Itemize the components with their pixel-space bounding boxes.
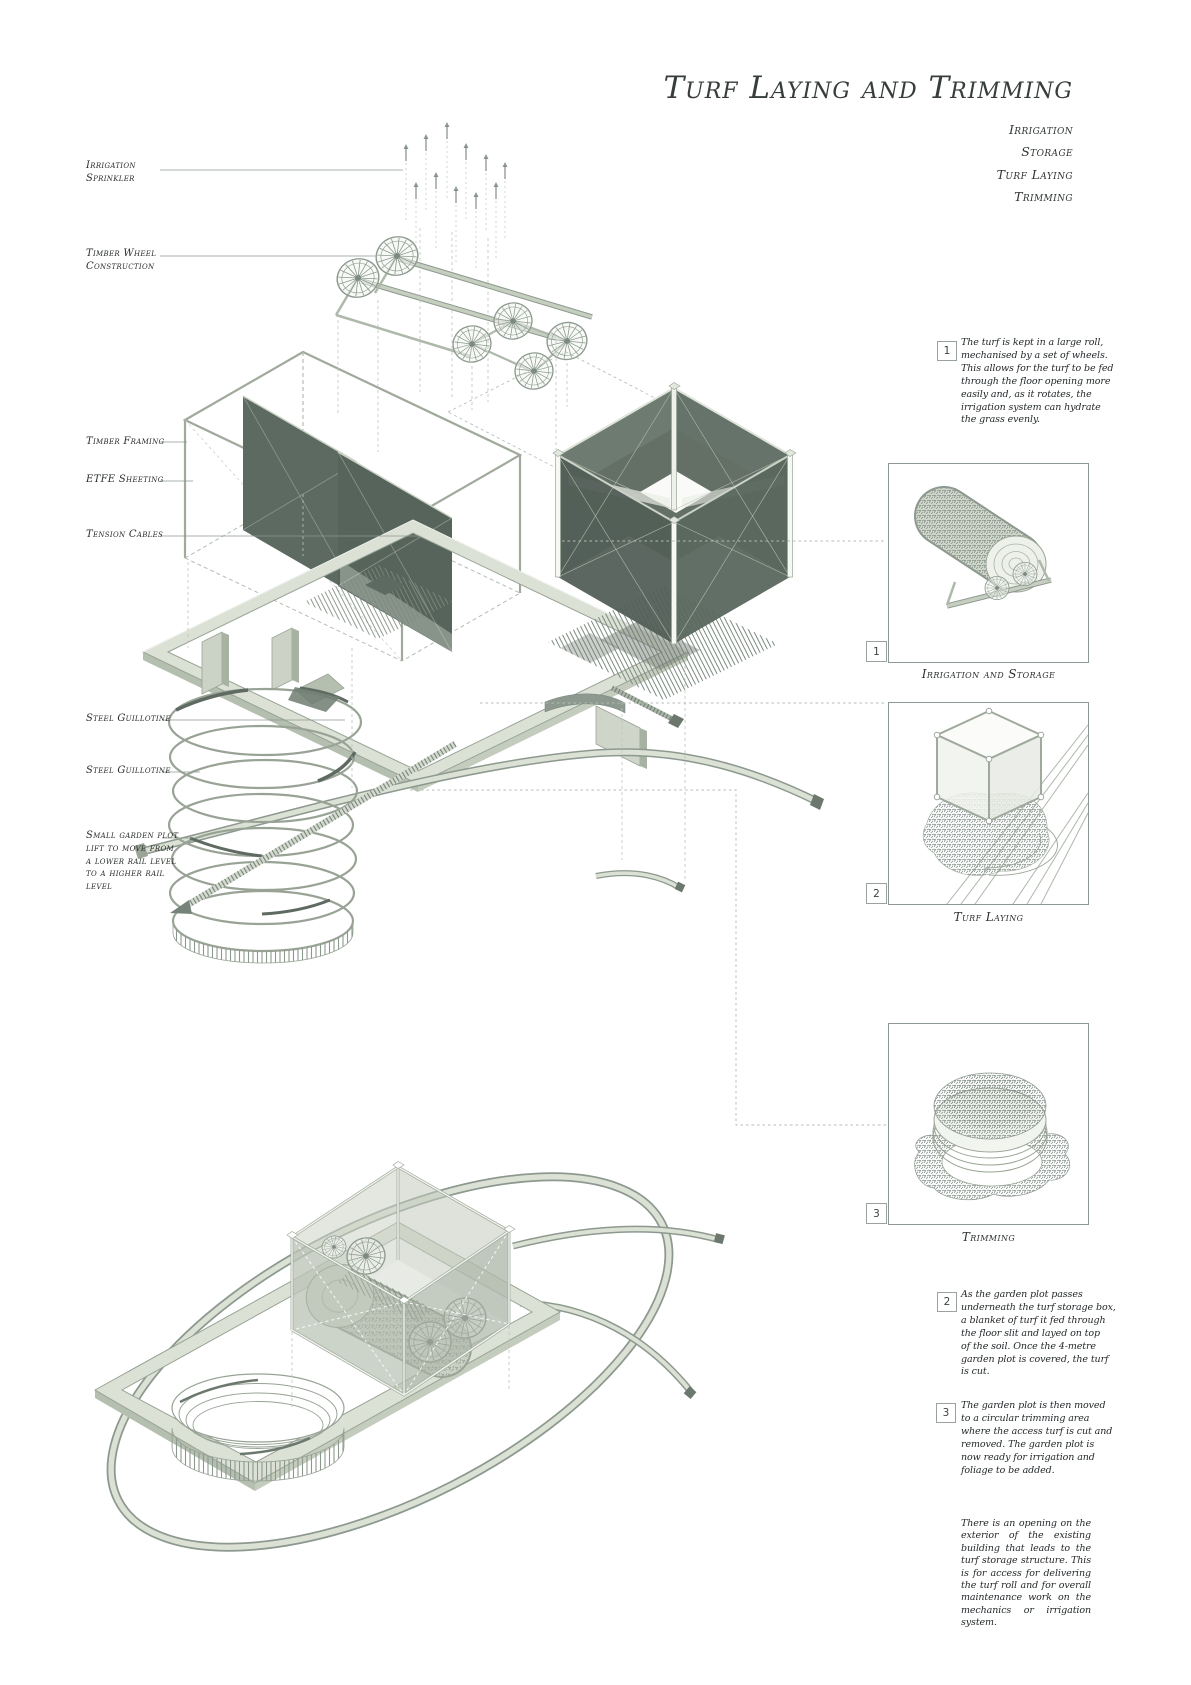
leader-lines (160, 169, 420, 839)
figure-turf-laying-drawing (922, 707, 1089, 905)
note-number-2: 2 (937, 1292, 957, 1312)
figure-box-turf-laying (888, 702, 1089, 905)
label-irrigation-sprinkler: Irrigation Sprinkler (86, 160, 136, 184)
curved-rails (134, 748, 824, 893)
label-garden-plot-lift: Small garden plot lift to move from a lo… (86, 830, 179, 893)
label-steel-guillotine-1: Steel Guillotine (86, 713, 171, 724)
menu-item-storage: Storage (1021, 144, 1073, 160)
figure-connectors (410, 540, 886, 1126)
timber-wheel-construction (331, 230, 683, 473)
note-text-2: As the garden plot passes underneath the… (961, 1289, 1116, 1378)
figure-box-irrigation-storage (888, 463, 1089, 663)
slatted-deck (304, 565, 778, 728)
turf-cart (286, 1161, 516, 1397)
garden-plot-lift-helix (167, 686, 363, 964)
figure-number-2: 2 (866, 883, 887, 904)
turf-storage-box (552, 382, 797, 645)
figure-number-1: 1 (866, 641, 887, 662)
figure-caption-trimming: Trimming (961, 1230, 1016, 1244)
menu-item-trimming: Trimming (1014, 189, 1073, 205)
figure-irrigation-storage-drawing (914, 486, 1052, 609)
label-timber-framing: Timber Framing (86, 436, 165, 447)
figure-caption-irrigation-storage: Irrigation and Storage (921, 667, 1056, 681)
label-timber-wheel-construction: Timber Wheel Construction (86, 248, 157, 272)
note-text-3: The garden plot is then moved to a circu… (961, 1400, 1113, 1476)
label-etfe-sheeting: ETFE Sheeting (86, 474, 164, 485)
storage-cube (933, 707, 1045, 825)
note-number-3: 3 (936, 1403, 956, 1423)
figure-trimming-drawing (914, 1072, 1071, 1200)
label-steel-guillotine-2: Steel Guillotine (86, 765, 171, 776)
closing-paragraph: There is an opening on the exterior of t… (961, 1518, 1091, 1629)
label-tension-cables: Tension Cables (86, 529, 164, 540)
menu-item-irrigation: Irrigation (1008, 122, 1073, 137)
note-number-1: 1 (937, 341, 957, 361)
rack-rail (170, 741, 457, 914)
irrigation-sprinkler-pins (402, 121, 509, 269)
corner-posts (552, 382, 797, 645)
steel-guillotine-plates (201, 627, 299, 695)
figure-caption-turf-laying: Turf Laying (953, 910, 1024, 924)
alignment-guides (187, 228, 686, 1408)
figure-number-3: 3 (866, 1203, 887, 1224)
contents-menu: Irrigation Storage Turf Laying Trimming (997, 119, 1073, 209)
menu-item-turf-laying: Turf Laying (996, 166, 1073, 182)
figure-box-trimming (888, 1023, 1089, 1225)
page-title: Turf Laying and Trimming (663, 70, 1073, 106)
note-text-1: The turf is kept in a large roll, mechan… (961, 337, 1114, 426)
